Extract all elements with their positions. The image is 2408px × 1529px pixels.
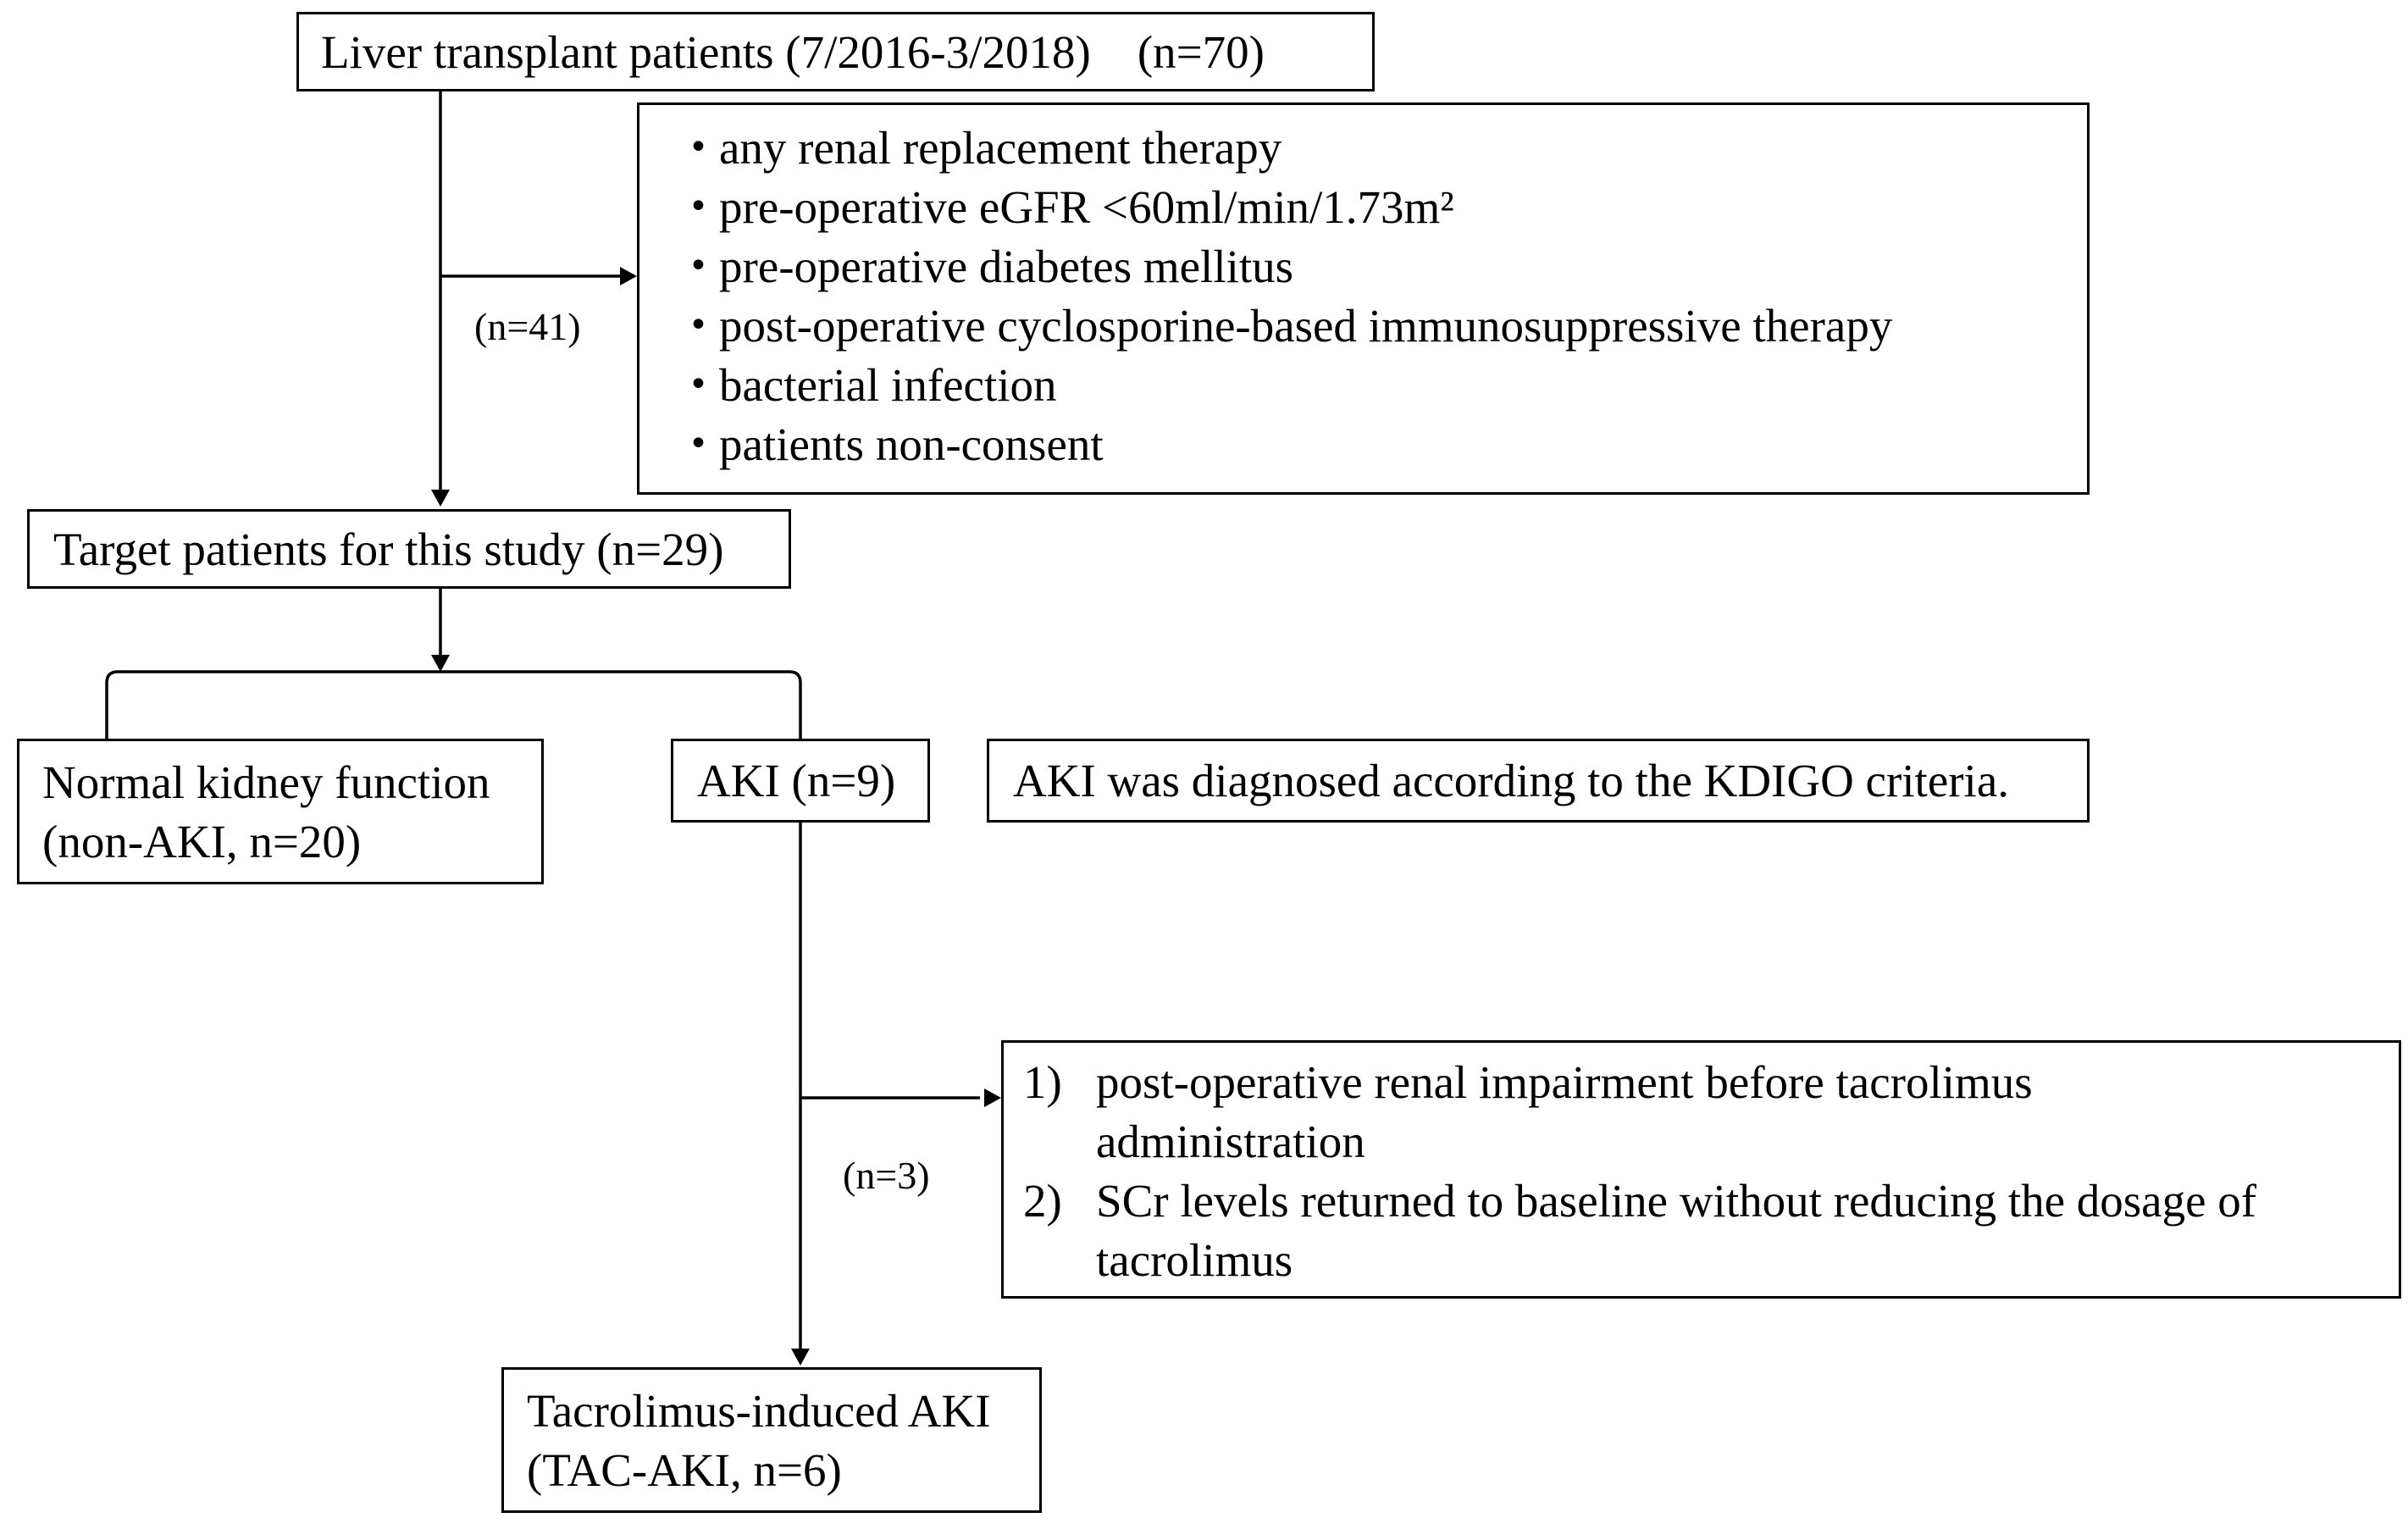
aki-exclusion-count-label: (n=3) (843, 1154, 930, 1197)
exclusion-item: ・ patients non-consent (675, 415, 2087, 474)
bullet-icon: ・ (675, 241, 722, 292)
aki-exclusion-box: 1) post-operative renal impairment befor… (1001, 1040, 2401, 1299)
bullet-icon: ・ (675, 300, 722, 352)
arrowhead-split (431, 655, 450, 672)
item-number: 2) (1023, 1175, 1062, 1227)
exclusion-count-label: (n=41) (474, 305, 581, 348)
aki-exclusion-item: 2) SCr levels returned to baseline witho… (1023, 1172, 2399, 1290)
aki-label: AKI (n=9) (697, 755, 896, 806)
exclusion-item: ・ pre-operative diabetes mellitus (675, 237, 2087, 296)
tac-aki-count: (TAC-AKI, n=6) (527, 1444, 842, 1496)
tac-aki-label: Tacrolimus-induced AKI (527, 1385, 991, 1437)
arrowhead-aki-exclusion (984, 1089, 1001, 1107)
split-bracket (105, 670, 802, 739)
normal-kidney-box: Normal kidney function (non-AKI, n=20) (17, 739, 544, 884)
target-patients-label: Target patients for this study (n=29) (53, 524, 724, 575)
normal-kidney-label: Normal kidney function (42, 756, 490, 808)
total-patients-label: Liver transplant patients (7/2016-3/2018… (321, 26, 1265, 78)
tac-aki-box: Tacrolimus-induced AKI (TAC-AKI, n=6) (501, 1367, 1042, 1513)
exclusion-item: ・ pre-operative eGFR <60ml/min/1.73m² (675, 178, 2087, 237)
arrowhead-target (431, 490, 450, 507)
item-number: 1) (1023, 1056, 1062, 1108)
arrowhead-exclusion (620, 267, 637, 285)
exclusion-criteria-box: ・ any renal replacement therapy ・ pre-op… (637, 102, 2090, 495)
kdigo-note-box: AKI was diagnosed according to the KDIGO… (987, 739, 2090, 823)
target-patients-box: Target patients for this study (n=29) (27, 509, 791, 589)
kdigo-note-label: AKI was diagnosed according to the KDIGO… (1013, 755, 2010, 806)
bullet-icon: ・ (675, 359, 722, 411)
aki-exclusion-item: 1) post-operative renal impairment befor… (1023, 1053, 2399, 1172)
aki-box: AKI (n=9) (671, 739, 930, 823)
arrowhead-tac (791, 1349, 810, 1366)
exclusion-item: ・ bacterial infection (675, 356, 2087, 415)
total-patients-box: Liver transplant patients (7/2016-3/2018… (296, 12, 1375, 91)
exclusion-item: ・ post-operative cyclosporine-based immu… (675, 296, 2087, 356)
bullet-icon: ・ (675, 181, 722, 233)
exclusion-item: ・ any renal replacement therapy (675, 119, 2087, 178)
bullet-icon: ・ (675, 418, 722, 470)
bullet-icon: ・ (675, 122, 722, 174)
normal-kidney-count: (non-AKI, n=20) (42, 816, 362, 867)
